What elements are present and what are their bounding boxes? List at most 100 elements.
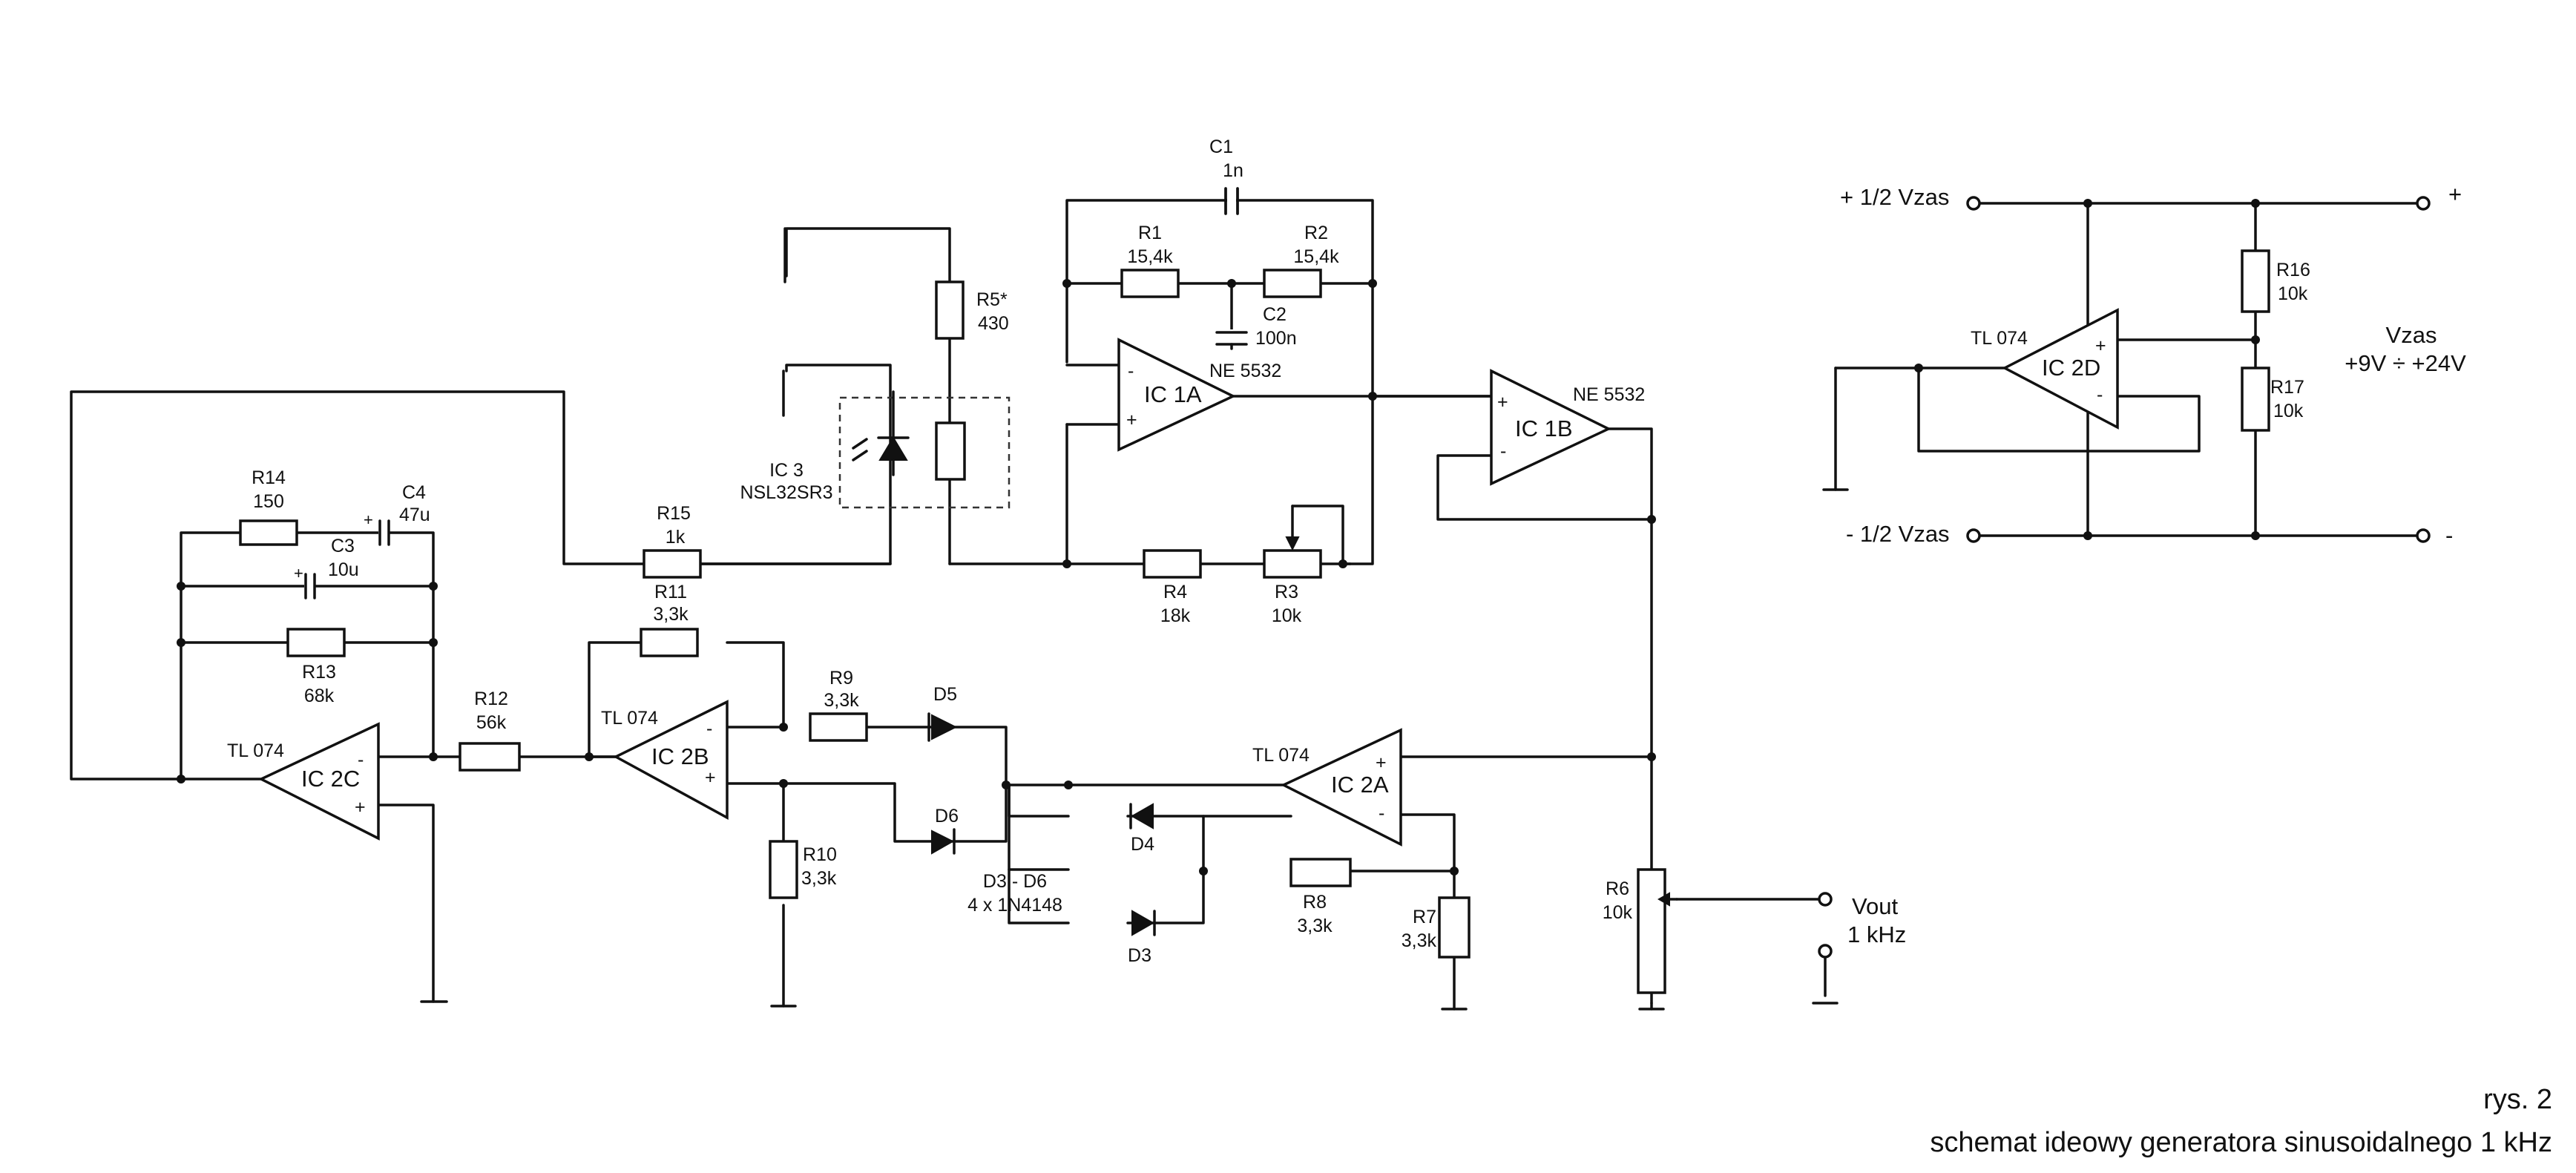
ic3-part: NSL32SR3 <box>740 482 832 503</box>
diode-d5 <box>927 712 958 742</box>
r12-name: R12 <box>474 689 508 709</box>
ic1a-plus: + <box>1126 410 1137 430</box>
d6-name: D6 <box>935 806 959 827</box>
capacitor-c3 <box>304 573 316 599</box>
opamp-ic2b <box>613 700 729 820</box>
r1-value: 15,4k <box>1127 246 1173 267</box>
resistor-r17 <box>2241 367 2270 432</box>
r3-value: 10k <box>1272 605 1302 626</box>
resistor-r10 <box>769 840 798 899</box>
ic1b-name: IC 1B <box>1515 415 1573 441</box>
ic3-name: IC 3 <box>769 460 804 481</box>
r14-value: 150 <box>253 491 284 512</box>
resistor-r1 <box>1120 269 1180 298</box>
wires <box>70 199 2425 1005</box>
c3-name: C3 <box>331 536 355 556</box>
ic1b-plus: + <box>1497 392 1508 413</box>
resistor-r16 <box>2241 249 2270 313</box>
opamp-ic1b <box>1490 369 1612 486</box>
resistor-r6 <box>1637 868 1666 994</box>
r13-name: R13 <box>302 662 336 683</box>
c2-name: C2 <box>1263 304 1287 325</box>
c4-value: 47u <box>399 505 430 525</box>
r9-name: R9 <box>829 668 853 689</box>
ic2a-minus: - <box>1379 803 1384 824</box>
ic1b-minus: - <box>1500 441 1506 461</box>
c3-value: 10u <box>328 559 359 580</box>
vzas-range: +9V ÷ +24V <box>2345 350 2466 376</box>
capacitor-c2 <box>1215 329 1248 350</box>
ic2c-name: IC 2C <box>301 766 360 792</box>
ic2b-part: TL 074 <box>601 708 658 729</box>
r16-name: R16 <box>2276 260 2310 280</box>
r15-value: 1k <box>666 527 686 548</box>
ic2a-name: IC 2A <box>1331 772 1389 798</box>
r2-value: 15,4k <box>1293 246 1339 267</box>
vzas-label: Vzas <box>2386 322 2437 348</box>
opamp-ic2c <box>258 722 380 841</box>
r8-value: 3,3k <box>1297 916 1333 936</box>
resistor-r11 <box>640 628 699 657</box>
svg-text:+: + <box>364 510 373 529</box>
d4-name: D4 <box>1131 834 1154 855</box>
diode-d3 <box>1131 910 1156 936</box>
opamp-ic2a <box>1281 728 1402 847</box>
resistor-r12 <box>459 742 521 772</box>
d5-name: D5 <box>933 684 957 705</box>
r17-value: 10k <box>2273 401 2304 421</box>
ground-symbols <box>420 227 1849 1011</box>
d3-name: D3 <box>1128 945 1151 966</box>
r6-name: R6 <box>1606 878 1629 899</box>
r1-name: R1 <box>1138 223 1162 243</box>
resistor-r2 <box>1263 269 1322 298</box>
opamp-ic1a <box>1117 338 1237 452</box>
r11-value: 3,3k <box>653 604 689 625</box>
r16-value: 10k <box>2278 283 2308 304</box>
resistor-r3 <box>1263 549 1322 579</box>
ic2d-plus: + <box>2095 335 2106 356</box>
diode-d4 <box>1129 803 1154 829</box>
r2-name: R2 <box>1304 223 1328 243</box>
resistor-r4 <box>1143 549 1202 579</box>
junction-dots <box>177 199 2260 875</box>
r10-name: R10 <box>803 844 837 865</box>
r6-value: 10k <box>1603 902 1633 923</box>
r13-value: 68k <box>304 686 335 706</box>
ic2b-minus: - <box>706 718 712 739</box>
resistor-r15 <box>643 549 702 579</box>
resistor-r8 <box>1289 858 1352 887</box>
r7-value: 3,3k <box>1402 930 1437 951</box>
vout-label: Vout <box>1852 893 1898 919</box>
ic2a-plus: + <box>1376 752 1387 773</box>
supply-pos-in: + 1/2 Vzas <box>1840 184 1949 210</box>
diodes-range: D3 - D6 <box>983 871 1047 892</box>
ic2c-plus: + <box>355 797 366 818</box>
supply-pos-out: + <box>2448 181 2462 207</box>
resistor-r7 <box>1438 896 1471 959</box>
ic2a-part: TL 074 <box>1252 745 1310 766</box>
r14-name: R14 <box>252 467 286 488</box>
c1-name: C1 <box>1209 137 1233 157</box>
ic2c-part: TL 074 <box>227 740 284 761</box>
terminals <box>1818 196 2431 959</box>
c4-name: C4 <box>402 482 426 503</box>
capacitor-c4 <box>378 519 390 546</box>
r10-value: 3,3k <box>801 868 837 889</box>
ic2d-part: TL 074 <box>1971 328 2028 349</box>
resistor-r13 <box>286 628 346 657</box>
ic1b-part: NE 5532 <box>1573 384 1645 405</box>
ic1a-part: NE 5532 <box>1209 361 1281 381</box>
ic2b-plus: + <box>705 767 716 788</box>
r15-name: R15 <box>657 503 691 524</box>
ic2c-minus: - <box>358 749 364 770</box>
r11-name: R11 <box>654 582 687 602</box>
ic1a-name: IC 1A <box>1144 381 1202 407</box>
r4-name: R4 <box>1163 582 1187 602</box>
figure-caption: schemat ideowy generatora sinusoidalnego… <box>1930 1127 2552 1158</box>
c1-value: 1n <box>1223 160 1243 181</box>
ic2b-name: IC 2B <box>651 743 709 769</box>
r7-name: R7 <box>1413 907 1436 927</box>
r9-value: 3,3k <box>824 690 859 711</box>
resistor-r9 <box>809 712 868 742</box>
